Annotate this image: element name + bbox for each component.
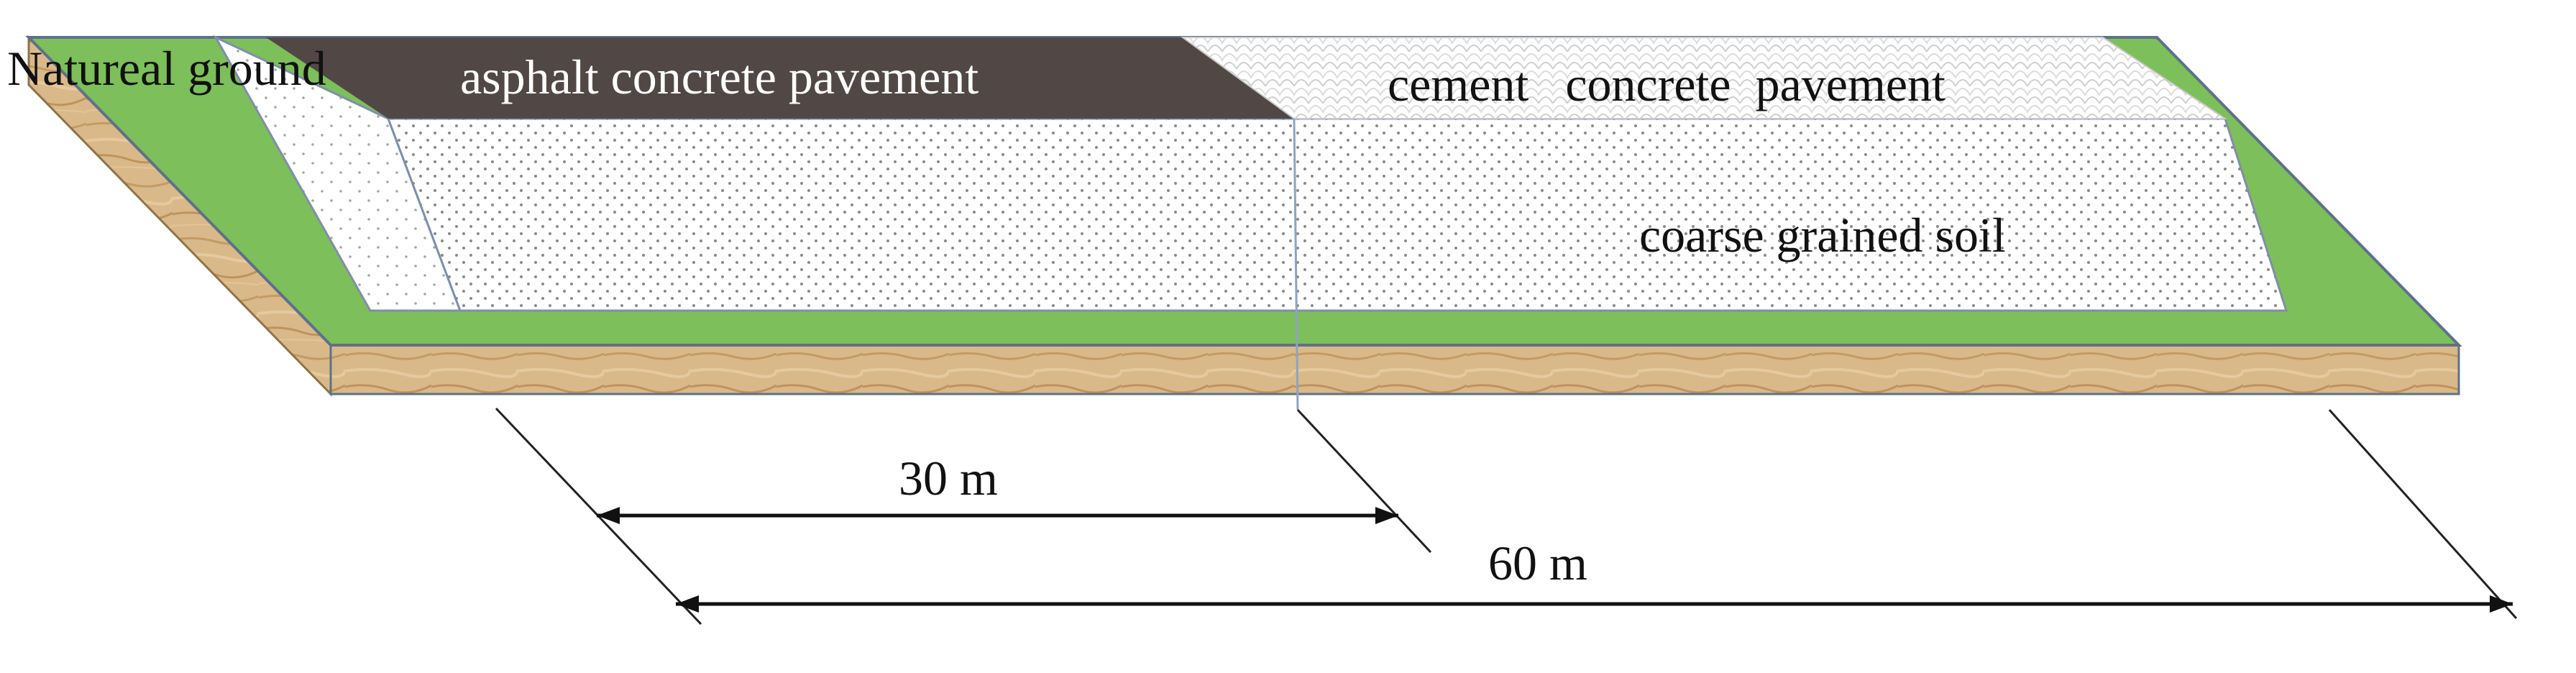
asphalt-pavement-surface [266,37,1294,119]
dimension-arrow-60m [676,595,2513,613]
dimension-label-30m: 30 m [899,451,998,505]
cement-pavement-surface [1180,37,2228,119]
dimension-label-60m: 60 m [1488,536,1587,590]
dimension-guide-middle [1296,408,1432,554]
cement-pavement-label: cement concrete pavement [1388,57,1945,111]
dimension-guide-right [2328,408,2518,620]
soil-label: coarse grained soil [1639,208,2006,262]
asphalt-pavement-label: asphalt concrete pavement [460,50,978,104]
natural-ground-label: Natureal ground [7,41,326,96]
ground-slab-front-side [329,344,2460,395]
pavement-divider-line [1293,118,1299,411]
dimension-arrow-30m [597,507,1398,524]
